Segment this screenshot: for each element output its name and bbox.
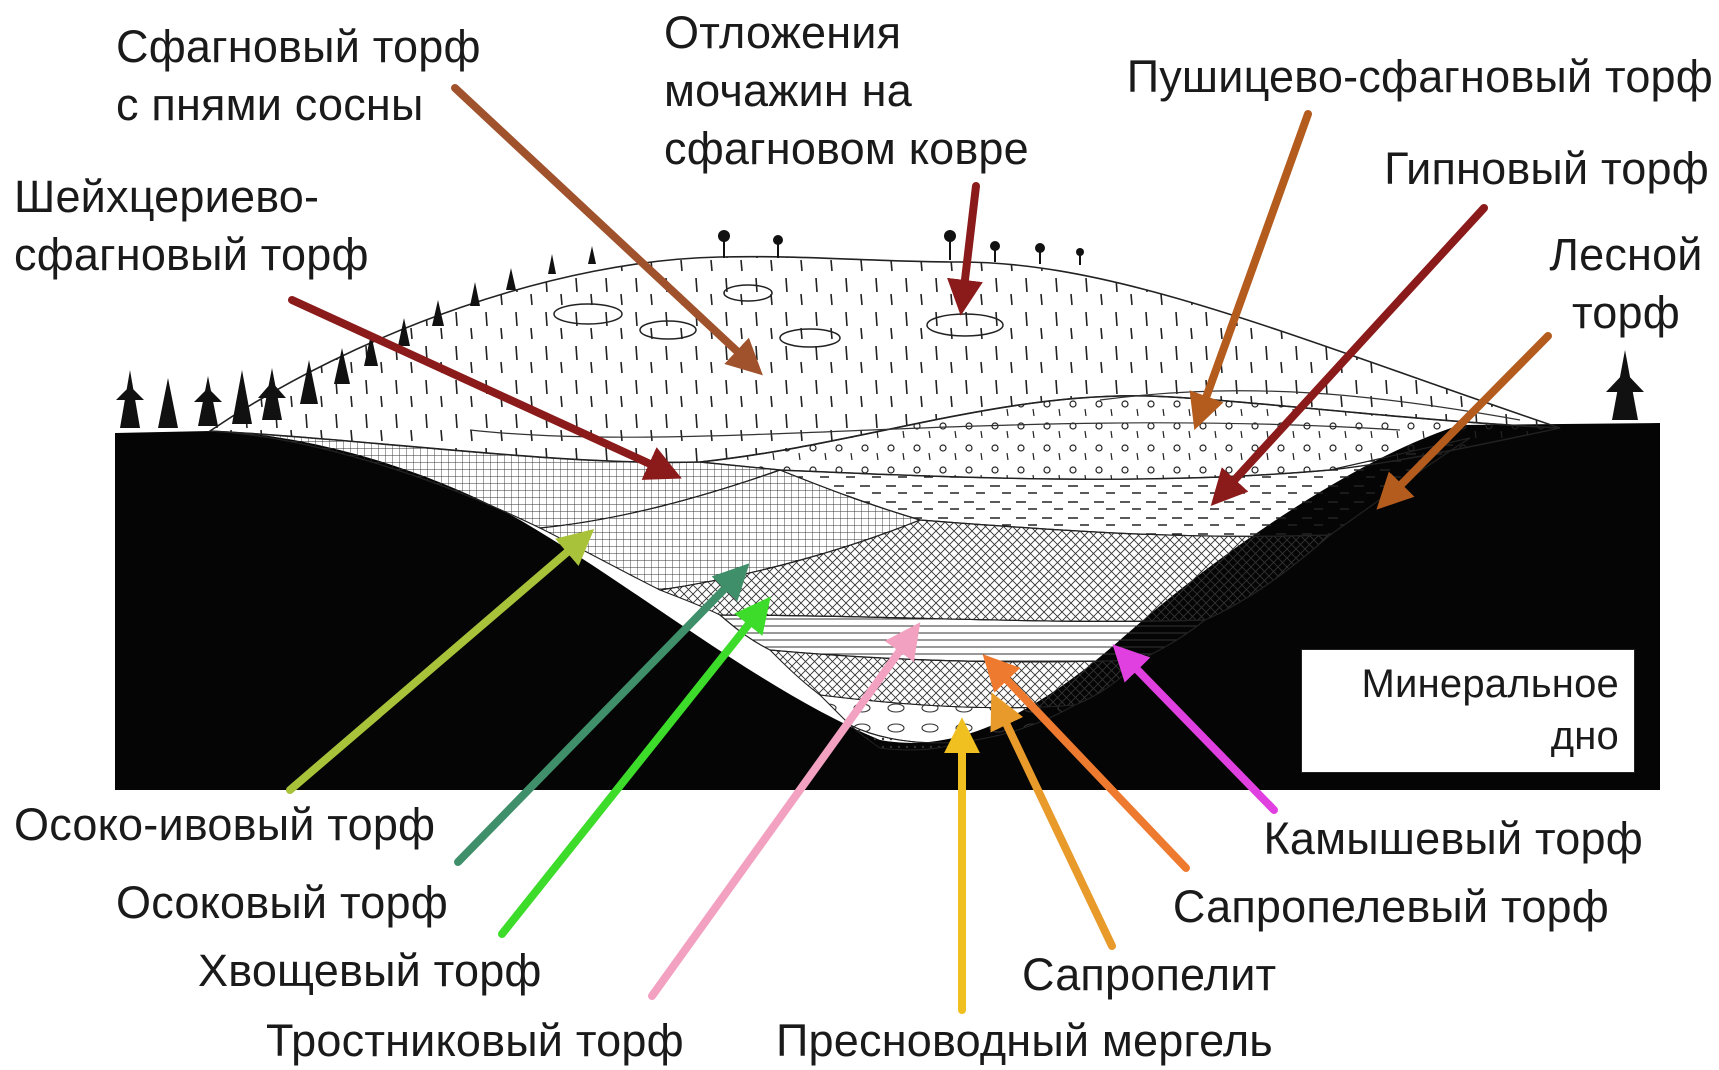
label-bulrush: Камышевый торф — [1263, 810, 1643, 868]
label-line: мочажин на — [664, 62, 1029, 120]
label-line: Пресноводный мергель — [776, 1012, 1273, 1070]
label-reed: Тростниковый торф — [266, 1012, 684, 1070]
label-line: Осоко-ивовый торф — [14, 796, 435, 854]
label-line: Хвощевый торф — [198, 942, 542, 1000]
label-cottongrass-sphagnum: Пушицево-сфагновый торф — [1127, 48, 1713, 106]
label-line: дно — [1301, 710, 1619, 762]
label-sapropel-peat: Сапропелевый торф — [1173, 878, 1609, 936]
label-line: Сапропелит — [1022, 946, 1276, 1004]
label-line: Сфагновый торф — [116, 18, 481, 76]
label-line: Минеральное — [1301, 658, 1619, 710]
label-sedge: Осоковый торф — [116, 874, 448, 932]
label-line: Отложения — [664, 4, 1029, 62]
label-line: Лесной — [1536, 226, 1716, 284]
label-line: Тростниковый торф — [266, 1012, 684, 1070]
label-line: Гипновый торф — [1384, 140, 1709, 198]
label-line: Камышевый торф — [1263, 810, 1643, 868]
label-line: Пушицево-сфагновый торф — [1127, 48, 1713, 106]
label-mineral-bottom: Минеральное дно — [1301, 658, 1619, 762]
label-scheuchzeria-sphagnum: Шейхцериево- сфагновый торф — [14, 168, 369, 284]
label-line: с пнями сосны — [116, 76, 481, 134]
label-line: Сапропелевый торф — [1173, 878, 1609, 936]
label-line: сфагновом ковре — [664, 120, 1029, 178]
label-freshwater-marl: Пресноводный мергель — [776, 1012, 1273, 1070]
label-forest: Лесной торф — [1536, 226, 1716, 342]
label-line: Осоковый торф — [116, 874, 448, 932]
label-hypnum: Гипновый торф — [1384, 140, 1709, 198]
label-sphagnum-pine: Сфагновый торф с пнями сосны — [116, 18, 481, 134]
label-hollow-deposits: Отложения мочажин на сфагновом ковре — [664, 4, 1029, 178]
label-horsetail: Хвощевый торф — [198, 942, 542, 1000]
label-line: сфагновый торф — [14, 226, 369, 284]
label-line: торф — [1536, 284, 1716, 342]
label-line: Шейхцериево- — [14, 168, 369, 226]
label-sedge-willow: Осоко-ивовый торф — [14, 796, 435, 854]
label-sapropelite: Сапропелит — [1022, 946, 1276, 1004]
